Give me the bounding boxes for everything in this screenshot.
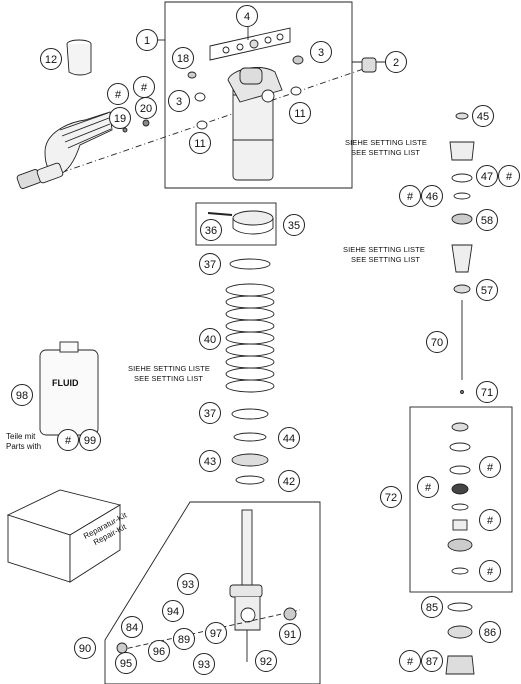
callout-18: 18 xyxy=(172,47,194,69)
setting-note-en: SEE SETTING LIST xyxy=(351,148,421,157)
callout-11-left: 11 xyxy=(189,132,211,154)
shock-body xyxy=(227,67,283,181)
callout-44: 44 xyxy=(278,427,300,449)
setting-note-de: SIEHE SETTING LISTE xyxy=(128,364,210,373)
callout-1: 1 xyxy=(136,29,158,51)
callout-71: 71 xyxy=(476,381,498,403)
parts-with-en: Parts with xyxy=(6,442,42,451)
spring-adjuster-43 xyxy=(231,453,269,467)
parts-with-label: Teile mit Parts with xyxy=(6,432,41,452)
hash-47: # xyxy=(498,165,520,187)
cylinder-sleeve xyxy=(66,39,92,76)
callout-72: 72 xyxy=(380,486,402,508)
setting-note-en: SEE SETTING LIST xyxy=(134,374,204,383)
callout-92: 92 xyxy=(255,650,277,672)
repair-kit-box xyxy=(6,489,122,583)
callout-43: 43 xyxy=(199,450,221,472)
setting-note-de: SIEHE SETTING LISTE xyxy=(345,138,427,147)
callout-94: 94 xyxy=(162,600,184,622)
hash-72-b: # xyxy=(479,509,501,531)
setting-note-spring: SIEHE SETTING LISTE SEE SETTING LIST xyxy=(128,364,210,384)
hash-72-a: # xyxy=(479,456,501,478)
damper-rod-group-outline xyxy=(104,501,321,684)
callout-97: 97 xyxy=(205,622,227,644)
callout-96: 96 xyxy=(148,640,170,662)
shim-plate xyxy=(209,27,291,61)
callout-93-lower: 93 xyxy=(193,653,215,675)
callout-70: 70 xyxy=(426,331,448,353)
setting-note-en: SEE SETTING LIST xyxy=(351,255,421,264)
hash-99: # xyxy=(57,429,79,451)
fluid-label: FLUID xyxy=(52,378,79,388)
callout-86: 86 xyxy=(479,621,501,643)
callout-45: 45 xyxy=(472,105,494,127)
parts-with-de: Teile mit xyxy=(6,432,36,441)
hash-46: # xyxy=(399,185,421,207)
hash-72-left: # xyxy=(417,476,439,498)
callout-3-lower: 3 xyxy=(168,90,190,112)
callout-98: 98 xyxy=(11,384,33,406)
callout-11-right: 11 xyxy=(289,102,311,124)
callout-91: 91 xyxy=(279,623,301,645)
callout-40: 40 xyxy=(199,328,221,350)
spring-retainer-group-outline xyxy=(195,202,277,246)
piston-kit-group-outline xyxy=(409,406,513,593)
callout-2: 2 xyxy=(385,51,407,73)
hash-87: # xyxy=(399,650,421,672)
callout-85: 85 xyxy=(421,596,443,618)
hash-19: # xyxy=(107,83,129,105)
setting-note-de: SIEHE SETTING LISTE xyxy=(343,245,425,254)
callout-99: 99 xyxy=(79,429,101,451)
spring-coil xyxy=(225,283,275,393)
callout-12: 12 xyxy=(40,48,62,70)
setting-note-middle: SIEHE SETTING LISTE SEE SETTING LIST xyxy=(343,245,425,265)
callout-3-upper: 3 xyxy=(310,41,332,63)
callout-36: 36 xyxy=(200,219,222,241)
spring-seat-ring-lower xyxy=(231,408,269,420)
spring-seat-ring-upper xyxy=(229,258,271,270)
callout-35: 35 xyxy=(283,214,305,236)
callout-95: 95 xyxy=(115,652,137,674)
washer-44 xyxy=(233,432,267,442)
reservoir-assembly xyxy=(16,111,113,189)
callout-19: 19 xyxy=(109,107,131,129)
callout-42: 42 xyxy=(278,470,300,492)
callout-84: 84 xyxy=(121,616,143,638)
callout-37-upper: 37 xyxy=(199,253,221,275)
callout-89: 89 xyxy=(173,628,195,650)
hash-20: # xyxy=(133,76,155,98)
hash-72-c: # xyxy=(479,560,501,582)
callout-93-upper: 93 xyxy=(177,573,199,595)
shock-body-group-outline xyxy=(164,1,353,189)
callout-90: 90 xyxy=(74,637,96,659)
callout-4: 4 xyxy=(236,5,258,27)
callout-47: 47 xyxy=(476,165,498,187)
callout-20: 20 xyxy=(135,97,157,119)
fluid-bottle xyxy=(39,341,99,436)
callout-87: 87 xyxy=(421,650,443,672)
callout-57: 57 xyxy=(476,279,498,301)
retaining-ring-42 xyxy=(235,475,265,485)
callout-37-lower: 37 xyxy=(199,402,221,424)
setting-note-upper: SIEHE SETTING LISTE SEE SETTING LIST xyxy=(345,138,427,158)
callout-46: 46 xyxy=(421,185,443,207)
callout-58: 58 xyxy=(476,209,498,231)
